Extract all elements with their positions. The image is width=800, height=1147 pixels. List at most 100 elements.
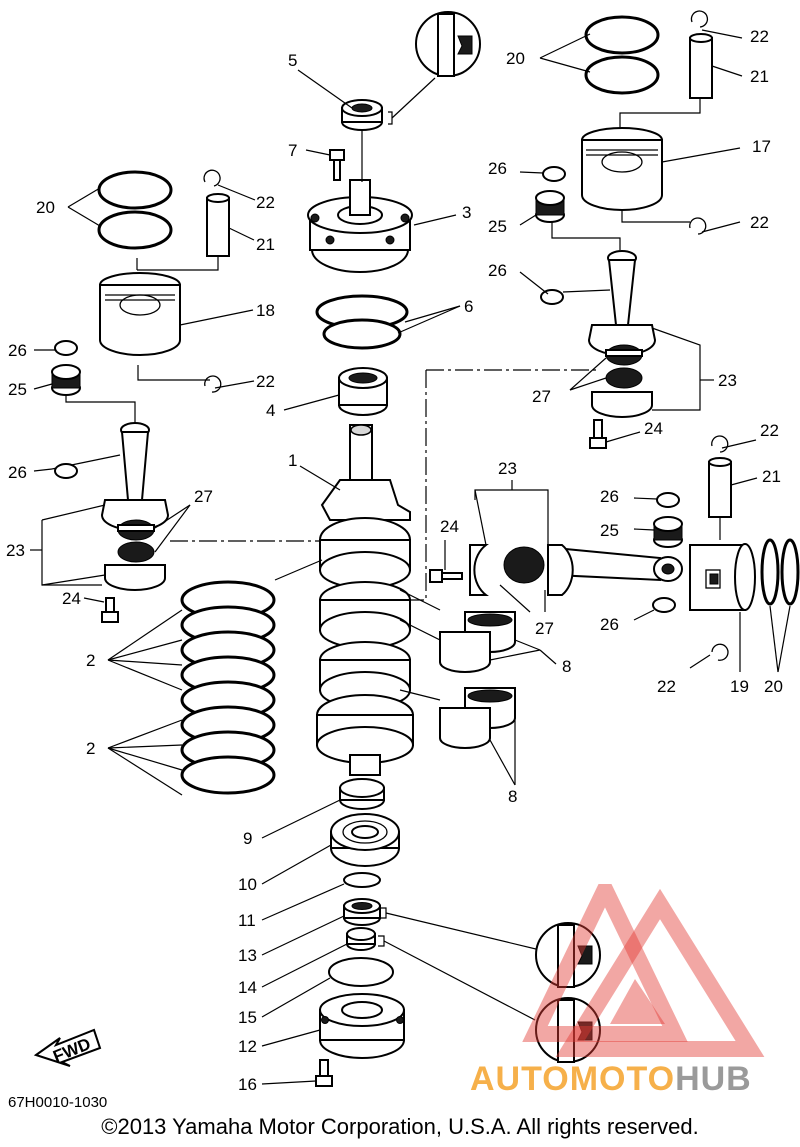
washer-26-left-1 <box>54 340 78 356</box>
connecting-rod-horizontal <box>469 544 683 596</box>
callout-22f: 22 <box>657 677 676 696</box>
watermark-logo <box>522 884 765 1057</box>
detail-circle-lower-1 <box>535 922 601 988</box>
oil-seal-14 <box>346 927 376 951</box>
callout-23c: 23 <box>6 541 25 560</box>
detail-circle-lower-2 <box>535 997 601 1063</box>
callout-24a: 24 <box>644 419 663 438</box>
seal-rings-6 <box>315 294 409 350</box>
callout-7: 7 <box>288 141 297 160</box>
callout-14: 14 <box>238 978 257 997</box>
o-ring-15 <box>328 957 394 987</box>
callout-12: 12 <box>238 1037 257 1056</box>
oil-seal-9 <box>339 778 385 810</box>
copyright-notice: ©2013 Yamaha Motor Corporation, U.S.A. A… <box>101 1114 699 1139</box>
snap-ring-11 <box>343 872 381 888</box>
bolt-24-right <box>589 419 607 449</box>
callout-22e: 22 <box>760 421 779 440</box>
callout-20a: 20 <box>36 198 55 217</box>
callout-20c: 20 <box>764 677 783 696</box>
oil-seal-13 <box>343 898 381 926</box>
washer-26-right-2 <box>540 289 564 305</box>
callout-25b: 25 <box>488 217 507 236</box>
callout-22b: 22 <box>750 27 769 46</box>
callout-27c: 27 <box>535 619 554 638</box>
callout-2b: 2 <box>86 739 95 758</box>
callout-22d: 22 <box>256 372 275 391</box>
watermark-text: AUTOMOTOHUB <box>470 1060 752 1099</box>
piston-rings-20-right <box>584 15 660 95</box>
bearing-27-right <box>605 344 643 389</box>
piston-pin-21-left <box>206 193 230 257</box>
crankshaft <box>316 424 414 776</box>
oil-seal-5 <box>341 99 383 131</box>
upper-bearing-housing-3 <box>307 179 413 273</box>
callout-9: 9 <box>243 829 252 848</box>
callout-16: 16 <box>238 1075 257 1094</box>
bolt-7 <box>305 149 345 181</box>
callout-26f: 26 <box>600 615 619 634</box>
callout-21a: 21 <box>256 235 275 254</box>
callout-6: 6 <box>464 297 473 316</box>
callout-15: 15 <box>238 1008 257 1027</box>
callout-24c: 24 <box>62 589 81 608</box>
connecting-rod-23-right <box>587 250 657 356</box>
callout-8b: 8 <box>508 787 517 806</box>
detail-circle-top <box>415 11 481 77</box>
piston-rings-20-far <box>760 538 800 606</box>
piston-pin-21-far <box>708 457 732 518</box>
callout-22a: 22 <box>256 193 275 212</box>
callout-18: 18 <box>256 301 275 320</box>
piston-19 <box>689 543 756 611</box>
callout-26a: 26 <box>8 341 27 360</box>
callout-23b: 23 <box>498 459 517 478</box>
washer-26-left-2 <box>54 463 78 479</box>
callout-22c: 22 <box>750 213 769 232</box>
callout-26e: 26 <box>600 487 619 506</box>
callout-8a: 8 <box>562 657 571 676</box>
callout-5: 5 <box>288 51 297 70</box>
callout-1: 1 <box>288 451 297 470</box>
bearing-25-left <box>51 364 81 396</box>
callout-10: 10 <box>238 875 257 894</box>
bolt-24-left <box>101 597 119 623</box>
washer-26-right-1 <box>542 166 566 182</box>
bolt-24-mid <box>429 569 463 583</box>
washer-26-far-2 <box>652 597 676 613</box>
rod-cap-right <box>591 391 653 418</box>
ball-bearing-10 <box>330 813 400 867</box>
main-bearings-8 <box>439 611 516 749</box>
callout-25a: 25 <box>8 380 27 399</box>
rod-cap-left <box>104 564 166 591</box>
callout-3: 3 <box>462 203 471 222</box>
callout-21c: 21 <box>762 467 781 486</box>
bearing-25-far <box>653 516 683 548</box>
piston-rings-2 <box>180 580 276 795</box>
callout-20b: 20 <box>506 49 525 68</box>
callout-21b: 21 <box>750 67 769 86</box>
callout-4: 4 <box>266 401 275 420</box>
fwd-arrow-icon: FWD <box>33 1028 102 1067</box>
piston-rings-20-left <box>97 170 173 250</box>
document-code: 67H0010-1030 <box>8 1094 108 1111</box>
watermark-text-part2: HUB <box>675 1060 752 1098</box>
callout-13: 13 <box>238 946 257 965</box>
callout-27b: 27 <box>194 487 213 506</box>
watermark-text-part1: AUTOMOTO <box>470 1060 676 1098</box>
bearing-25-right-1 <box>535 190 565 223</box>
lower-bearing-housing-12 <box>319 993 405 1059</box>
callout-24b: 24 <box>440 517 459 536</box>
callout-25c: 25 <box>600 521 619 540</box>
callout-17: 17 <box>752 137 771 156</box>
washer-26-far-1 <box>656 492 680 508</box>
callout-26b: 26 <box>8 463 27 482</box>
callout-26d: 26 <box>488 261 507 280</box>
callout-23a: 23 <box>718 371 737 390</box>
callout-2a: 2 <box>86 651 95 670</box>
callout-27a: 27 <box>532 387 551 406</box>
callout-19: 19 <box>730 677 749 696</box>
piston-pin-21-right <box>689 33 713 99</box>
callout-11: 11 <box>238 911 256 930</box>
bolt-16 <box>315 1059 333 1087</box>
